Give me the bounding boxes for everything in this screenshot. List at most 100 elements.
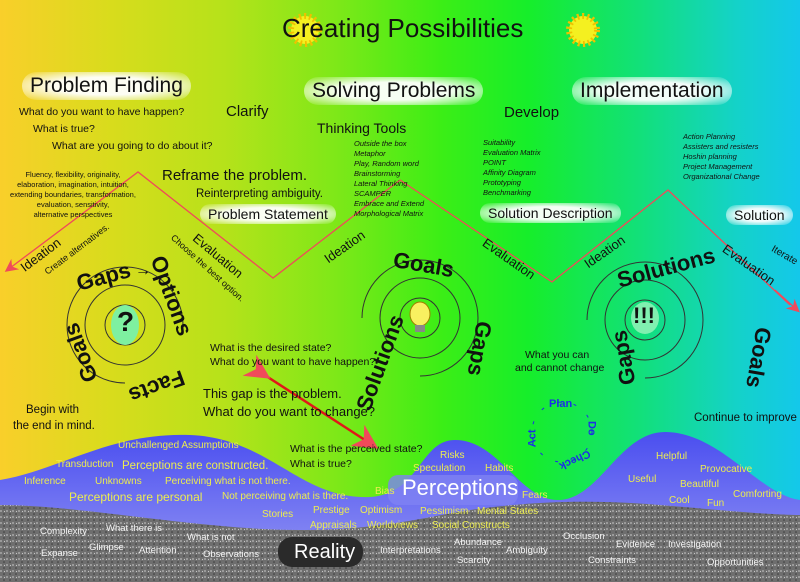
perceived-state-note: What is the perceived state? [290,443,423,455]
perception-word: Transduction [56,459,114,470]
pdca-plan: Plan [549,398,573,410]
desired-state-note: What do you want to have happen? [210,356,376,368]
header-problem-finding: Problem Finding [22,72,191,101]
quality: elaboration, imagination, intuition, [17,180,129,189]
exclaim-highlight [631,302,659,334]
solution-description: Solution Description [480,203,621,224]
tool-item: Assisters and resisters [683,142,759,151]
tool-item: Morphological Matrix [354,209,424,218]
reality-word: Expanse [41,548,78,559]
reality-word: Ambiguity [506,545,548,556]
perception-word: Fears [522,490,548,501]
perception-word: Mental States [477,506,539,517]
perception-word: Optimism [360,505,403,516]
page-title: Creating Possibilities [282,13,524,43]
question: What is true? [33,123,95,135]
tool-item: Project Management [683,162,753,171]
spiral-left [66,266,184,384]
reality-word: What is not [187,532,235,543]
pdca-act: Act [526,429,539,448]
perception-word: Perceptions are personal [69,490,203,504]
reality-word: Glimpse [89,542,124,553]
perception-word: Stories [262,509,294,520]
reality-word: Complexity [40,526,87,537]
tool-item: Metaphor [354,149,386,158]
reality-ground [0,501,800,582]
tool-item: Hoshin planning [683,152,737,161]
quality: Fluency, flexibility, originality, [25,170,121,179]
perception-word: Speculation [413,463,466,474]
problem-statement: Problem Statement [200,204,336,225]
perceived-state-note: What is true? [290,458,352,470]
perception-word: Pessimism [420,506,469,517]
change-note: What you can [525,349,590,361]
exclamation-icon: !!! [633,303,655,328]
tool-item: Lateral Thinking [354,179,408,188]
continue-improve-note: Continue to improve [694,412,797,424]
perception-word: Helpful [656,451,688,462]
reality-word: Observations [203,549,259,560]
qualities-list: Fluency, flexibility, originality,elabor… [8,170,138,220]
perception-word: Prestige [313,505,350,516]
perception-word: Comforting [733,489,782,500]
reality-label: Reality [294,541,356,563]
thinking-tools-heading: Thinking Tools [317,120,407,136]
quality: extending boundaries, transformation, [10,190,136,199]
tool-item: POINT [483,158,506,167]
stage-clarify: Clarify [226,103,269,120]
reality-word: Occlusion [563,531,605,542]
begin-note: the end in mind. [13,420,95,432]
quality: evaluation, sensitivity, [36,200,110,209]
question-highlight [111,305,139,345]
tool-item: Evaluation Matrix [483,148,541,157]
tool-item: Suitability [483,138,516,147]
tool-item: Brainstorming [354,169,401,178]
reality-word: Investigation [668,539,722,550]
perception-word: Risks [440,450,465,461]
reinterpret-text: Reinterpreting ambiguity. [196,188,323,200]
sun-icon-right [566,13,600,47]
perceived-gap-arrow [242,354,379,449]
reality-word: Constraints [588,555,637,566]
spiral-middle [361,259,479,377]
reality-label-bg [278,537,363,567]
iterate-arrow [774,289,800,313]
reality-word: Scarcity [457,555,491,566]
tool-item: Embrace and Extend [354,199,425,208]
begin-note: Begin with [26,404,80,416]
perception-word: Perceptions are constructed. [122,460,269,472]
question-mark-icon: ? [117,306,135,337]
gap-note: This gap is the problem. [203,386,342,401]
perception-word: Cool [669,495,690,506]
perception-word: Not perceiving what is there. [222,491,349,502]
arrow-icon: → [135,262,151,279]
spiral-right [586,261,704,379]
gap-note: What do you want to change? [203,404,376,419]
tool-item: Play, Random word [354,159,419,168]
tool-item: Benchmarking [483,188,531,197]
perception-word: Bias [375,486,395,497]
lightbulb-icon [409,301,431,332]
quality: alternative perspectives [33,210,113,219]
desired-state-note: What is the desired state? [210,342,332,354]
perception-word: Useful [628,474,657,485]
question: What are you going to do about it? [52,140,213,152]
solution: Solution [726,205,793,226]
perception-word: Social Constructs [432,520,510,531]
reality-word: What there is [106,523,162,534]
pdca-do: Do [585,420,598,436]
perception-word: Fun [707,498,725,509]
perception-word: Worldviews [367,520,418,531]
reframe-text: Reframe the problem. [162,167,308,184]
change-note: and cannot change [515,362,605,374]
reality-word: Attention [139,545,177,556]
reality-word: Abundance [454,537,503,548]
stage-develop: Develop [504,104,560,121]
tool-item: SCAMPER [354,189,392,198]
perception-word: Habits [485,463,514,474]
